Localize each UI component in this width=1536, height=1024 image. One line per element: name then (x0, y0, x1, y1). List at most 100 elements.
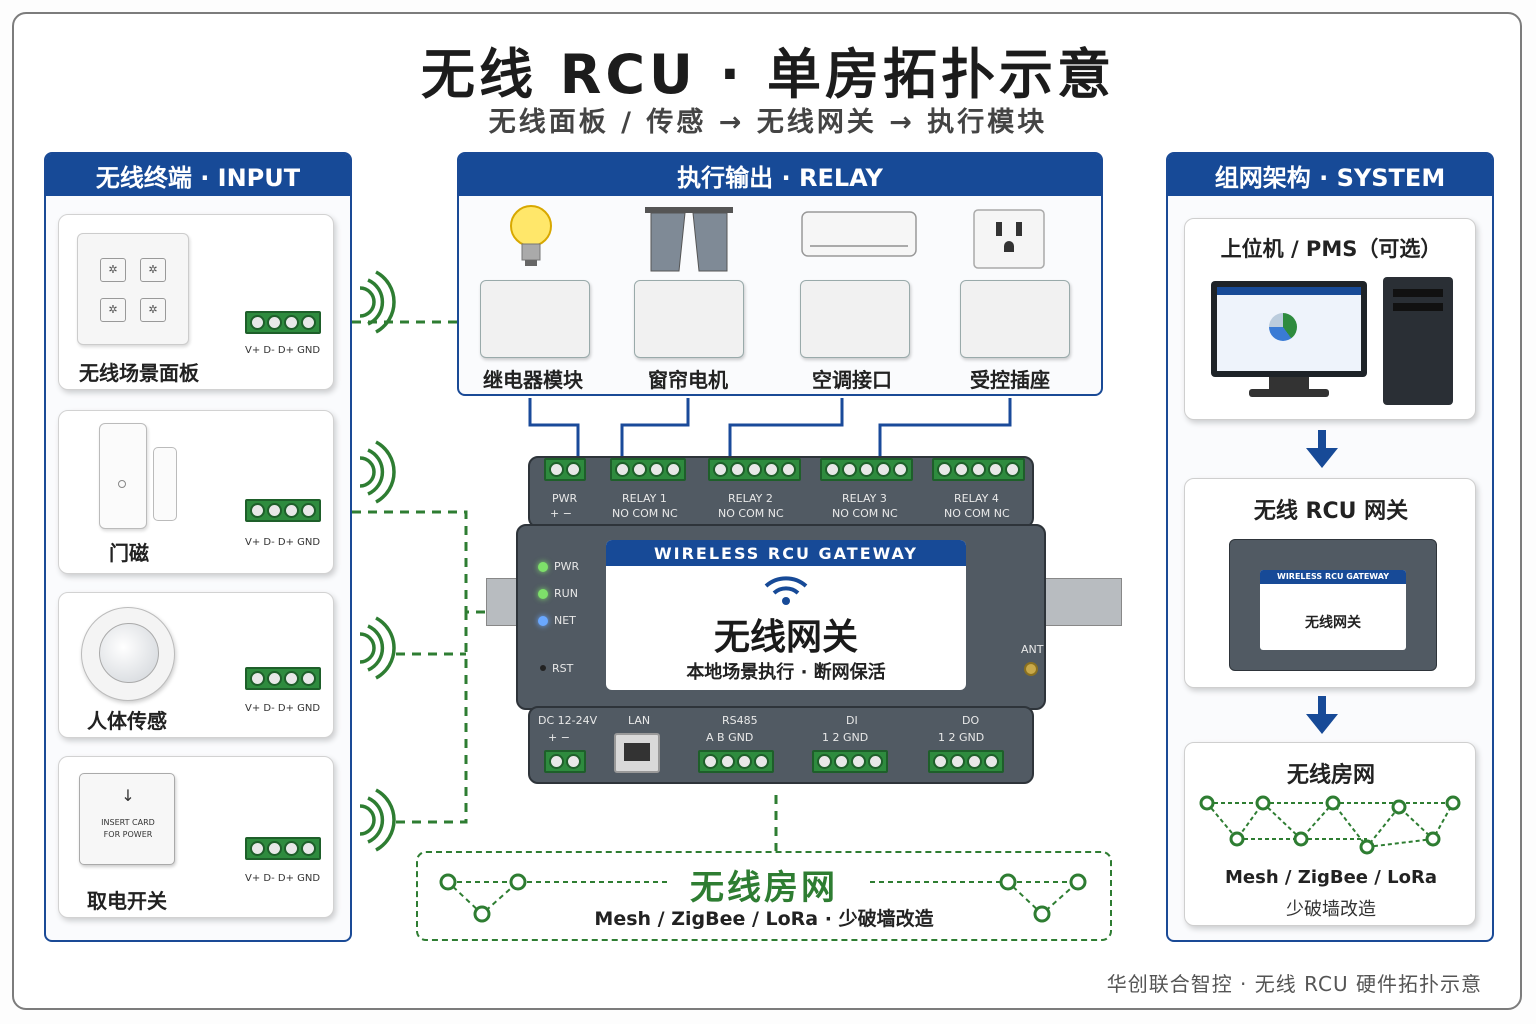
card-text-2: FOR POWER (103, 830, 153, 839)
relay2-label: RELAY 2 (728, 492, 773, 505)
mini-gateway-text: 无线网关 (1305, 615, 1361, 631)
relay2-pins: NO COM NC (718, 507, 784, 520)
terminal-block-icon (245, 311, 321, 334)
relay4-label: RELAY 4 (954, 492, 999, 505)
system-panel-header: 组网架构 · SYSTEM (1168, 154, 1492, 196)
terminal-block-icon (820, 458, 913, 481)
gateway-label-title: WIRELESS RCU GATEWAY (606, 540, 966, 566)
pwr-led-label: PWR (554, 560, 580, 573)
scene-panel-label: 无线场景面板 (79, 361, 199, 385)
socket-module-label: 受控插座 (970, 368, 1050, 392)
relay3-label: RELAY 3 (842, 492, 887, 505)
room-mesh-protocols: Mesh / ZigBee / LoRa · 少破墙改造 (594, 908, 934, 930)
relay1-pins: NO COM NC (612, 507, 678, 520)
do-pins: 1 2 GND (938, 731, 985, 744)
mini-gateway-plate: WIRELESS RCU GATEWAY 无线网关 (1260, 570, 1406, 650)
terminal-block-icon (245, 837, 321, 860)
terminal-block-icon (245, 499, 321, 522)
mini-gateway-title: WIRELESS RCU GATEWAY (1260, 570, 1406, 584)
card-text-1: INSERT CARD (101, 818, 155, 827)
card-switch-card: ↓ INSERT CARD FOR POWER V+ D- D+ GND 取电开… (58, 756, 334, 918)
socket-module-device (960, 280, 1070, 358)
pwr-terminal-label: PWR (552, 492, 578, 505)
terminal-block-icon (544, 750, 586, 773)
scene-panel-card: ✲ ✲ ✲ ✲ V+ D- D+ GND 无线场景面板 (58, 214, 334, 390)
di-pins: 1 2 GND (822, 731, 869, 744)
curtain-module-label: 窗帘电机 (648, 368, 728, 392)
door-sensor-body (99, 423, 147, 529)
page-title: 无线 RCU · 单房拓扑示意 (421, 43, 1115, 106)
pin-labels: V+ D- D+ GND (245, 537, 321, 548)
gateway-sub-text: 本地场景执行 · 断网保活 (686, 662, 886, 683)
monitor-stand-icon (1269, 377, 1309, 389)
terminal-block-icon (544, 458, 586, 481)
footer-caption: 华创联合智控 · 无线 RCU 硬件拓扑示意 (1106, 972, 1482, 996)
run-led-label: RUN (554, 587, 578, 600)
terminal-block-icon (812, 750, 888, 773)
card-switch-body: ↓ INSERT CARD FOR POWER (79, 773, 175, 865)
pin-labels: V+ D- D+ GND (245, 345, 321, 356)
door-sensor-card: V+ D- D+ GND 门磁 (58, 410, 334, 574)
pie-chart-icon (1269, 313, 1297, 341)
lan-label: LAN (628, 714, 651, 727)
lan-port-icon (614, 733, 660, 773)
monitor-icon (1211, 281, 1367, 377)
curtain-module-device (634, 280, 744, 358)
pwr-led-icon (538, 562, 548, 572)
ac-module-label: 空调接口 (812, 368, 892, 392)
input-panel-header: 无线终端 · INPUT (46, 154, 350, 196)
light-bulb-icon (510, 205, 552, 266)
rcu-gateway-label: 无线 RCU 网关 (1253, 499, 1409, 524)
arrow-down-icon (1306, 696, 1338, 734)
arrow-down-icon (1306, 430, 1338, 468)
ac-module-device (800, 280, 910, 358)
net-led-label: NET (554, 614, 576, 627)
scene-key-icon: ✲ (140, 258, 166, 282)
rst-label: RST (552, 662, 574, 675)
mesh-node-icons (439, 873, 1087, 923)
mesh-network-icon (1199, 795, 1461, 855)
room-mesh-system-box: 无线房网 Mesh / ZigBee / LoRa 少破墙改造 (1184, 742, 1476, 926)
room-mesh-system-protocols: Mesh / ZigBee / LoRa (1225, 867, 1437, 888)
room-mesh-box (416, 851, 1112, 941)
pir-sensor-label: 人体传感 (87, 709, 167, 733)
scene-key-icon: ✲ (140, 298, 166, 322)
pin-labels: V+ D- D+ GND (245, 703, 321, 714)
arrow-down-icon: ↓ (121, 786, 135, 805)
rs485-pins: A B GND (706, 731, 754, 744)
mini-gateway-icon: WIRELESS RCU GATEWAY 无线网关 (1229, 539, 1437, 671)
relay1-label: RELAY 1 (622, 492, 667, 505)
door-sensor-label: 门磁 (109, 541, 149, 565)
run-led-icon (538, 589, 548, 599)
gateway-label-plate: WIRELESS RCU GATEWAY 无线网关 本地场景执行 · 断网保活 (606, 540, 966, 690)
pir-lens-icon (99, 623, 159, 683)
terminal-block-icon (610, 458, 686, 481)
pc-tower-icon (1383, 277, 1453, 405)
air-conditioner-icon (801, 211, 917, 257)
pir-sensor-card: V+ D- D+ GND 人体传感 (58, 592, 334, 738)
host-pms-box: 上位机 / PMS（可选） (1184, 218, 1476, 420)
terminal-block-icon (928, 750, 1004, 773)
relay-panel: 执行输出 · RELAY (457, 152, 1103, 396)
pin-labels: V+ D- D+ GND (245, 873, 321, 884)
rcu-gateway-box: 无线 RCU 网关 WIRELESS RCU GATEWAY 无线网关 (1184, 478, 1476, 688)
room-mesh-title: 无线房网 (690, 868, 838, 908)
dashboard-screen (1217, 287, 1361, 371)
dc-pins: + − (548, 731, 570, 744)
room-mesh-system-label: 无线房网 (1286, 763, 1375, 788)
do-label: DO (962, 714, 980, 727)
net-led-icon (538, 616, 548, 626)
terminal-block-icon (698, 750, 774, 773)
pwr-terminal-pins: + − (550, 507, 572, 520)
scene-key-icon: ✲ (100, 258, 126, 282)
antenna-connector-icon (1024, 662, 1038, 676)
host-pms-label: 上位机 / PMS（可选） (1220, 237, 1442, 261)
indicator-icon (118, 480, 126, 488)
rs485-label: RS485 (722, 714, 758, 727)
relay-module-device (480, 280, 590, 358)
reset-hole-icon (540, 665, 546, 671)
ant-label: ANT (1021, 643, 1044, 656)
socket-icon (973, 209, 1045, 269)
link-door-to-gateway (336, 510, 516, 614)
